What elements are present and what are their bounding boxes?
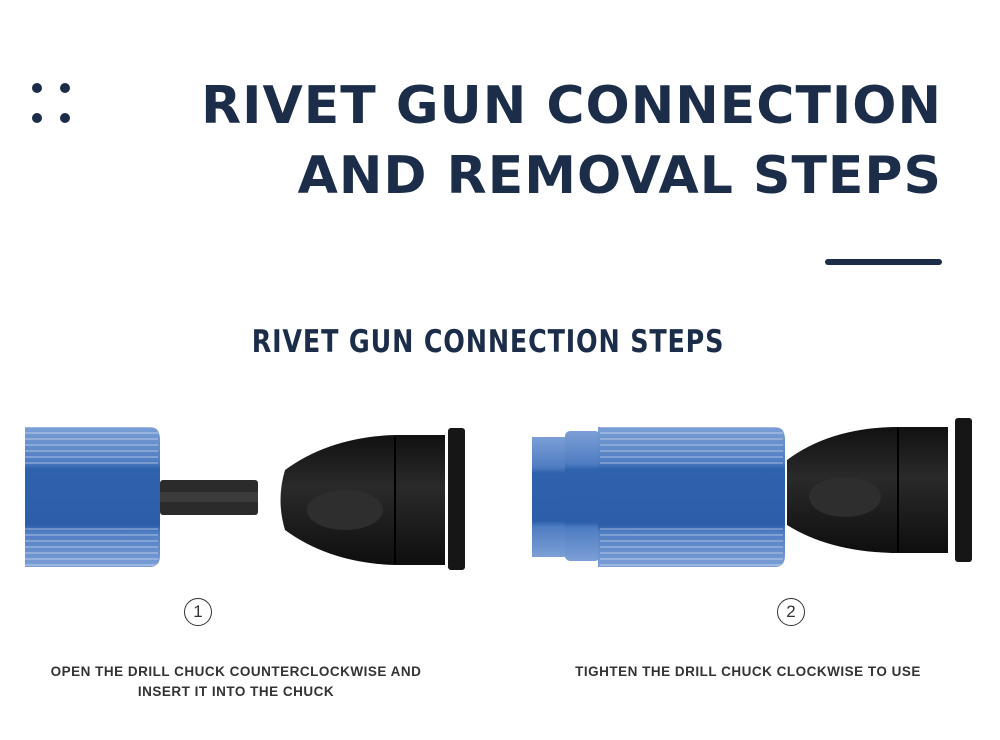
drill-chuck-2 (787, 418, 972, 562)
drill-chuck-1 (280, 428, 465, 570)
step-1-caption: OPEN THE DRILL CHUCK COUNTERCLOCKWISE AN… (20, 662, 452, 702)
page-title-line-1: RIVET GUN CONNECTION (201, 76, 942, 136)
step-1-number: 1 (184, 598, 212, 626)
section-title: RIVET GUN CONNECTION STEPS (251, 324, 725, 360)
step-1-caption-line-1: OPEN THE DRILL CHUCK COUNTERCLOCKWISE AN… (50, 664, 422, 679)
step-illustrations (25, 418, 972, 570)
rivet-adapter-cylinder-1 (25, 427, 160, 567)
step-2-caption: TIGHTEN THE DRILL CHUCK CLOCKWISE TO USE (540, 662, 956, 682)
page-title-line-2: AND REMOVAL STEPS (297, 146, 942, 206)
title-underline (825, 259, 942, 265)
rivet-adapter-cylinder-2 (532, 427, 785, 567)
step-1-caption-line-2: INSERT IT INTO THE CHUCK (137, 684, 335, 699)
step-2-caption-line-1: TIGHTEN THE DRILL CHUCK CLOCKWISE TO USE (575, 664, 921, 679)
step-2-number: 2 (777, 598, 805, 626)
